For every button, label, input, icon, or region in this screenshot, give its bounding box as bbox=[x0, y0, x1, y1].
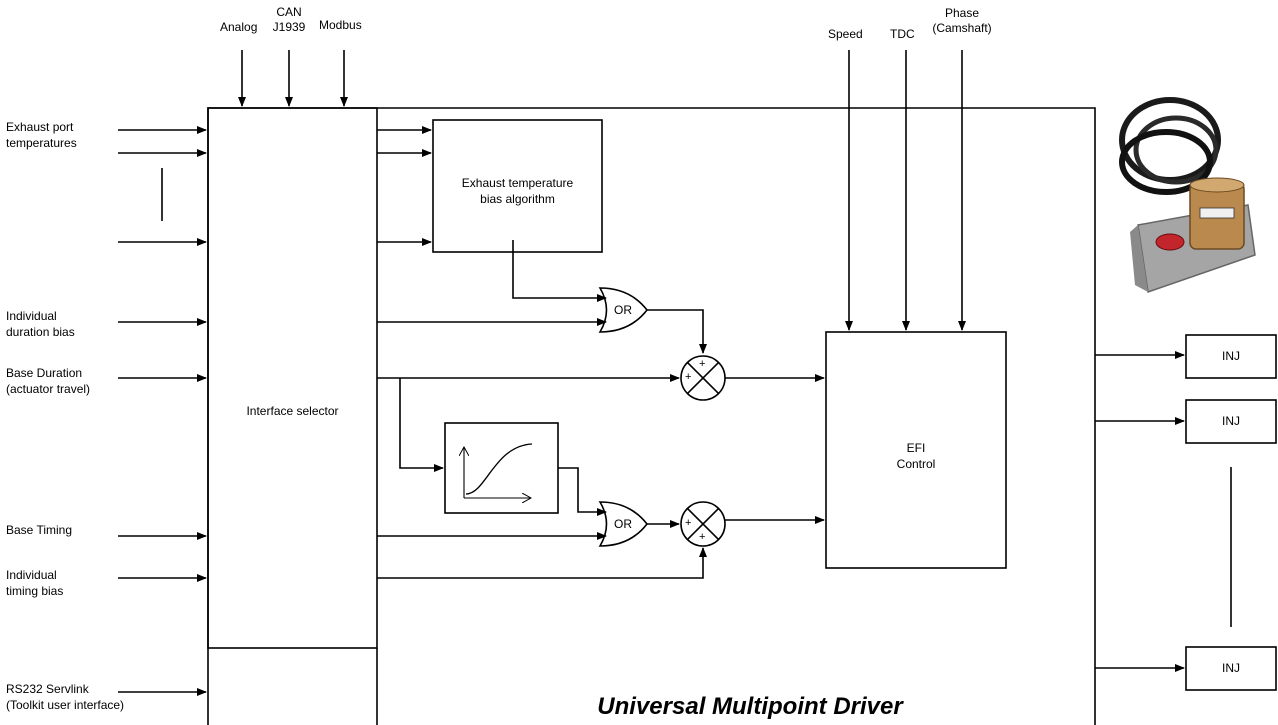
curve-block bbox=[445, 423, 558, 513]
rs232-label-line2: (Toolkit user interface) bbox=[6, 698, 124, 713]
ind-tim-label-line2: timing bias bbox=[6, 584, 63, 599]
phase-label-line1: Phase bbox=[922, 6, 1002, 21]
efi-label-line1: EFI bbox=[826, 441, 1006, 456]
efi-label-line2: Control bbox=[826, 457, 1006, 472]
inj-label-2: INJ bbox=[1186, 414, 1276, 429]
summer-top-plus-top: + bbox=[699, 357, 705, 372]
exhaust-label-line1: Exhaust port bbox=[6, 120, 73, 135]
diagram-title: Universal Multipoint Driver bbox=[520, 693, 980, 721]
base-dur-label-line1: Base Duration bbox=[6, 366, 82, 381]
ind-dur-label-line1: Individual bbox=[6, 309, 57, 324]
speed-label: Speed bbox=[828, 27, 863, 42]
rs232-label-line1: RS232 Servlink bbox=[6, 682, 89, 697]
exhaust-bias-label-line1: Exhaust temperature bbox=[433, 176, 602, 191]
ind-tim-label-line1: Individual bbox=[6, 568, 57, 583]
inj-label-1: INJ bbox=[1186, 349, 1276, 364]
actuator-photo bbox=[1122, 100, 1255, 292]
can-label-line2: J1939 bbox=[264, 20, 314, 35]
tdc-label: TDC bbox=[890, 27, 915, 42]
exhaust-bias-label-line2: bias algorithm bbox=[433, 192, 602, 207]
phase-label-line2: (Camshaft) bbox=[922, 21, 1002, 36]
inj-label-3: INJ bbox=[1186, 661, 1276, 676]
exhaust-label-line2: temperatures bbox=[6, 136, 77, 151]
or-gate-bottom-label: OR bbox=[614, 517, 632, 532]
summer-bottom-plus-left: + bbox=[685, 516, 691, 531]
can-label-line1: CAN bbox=[269, 5, 309, 20]
base-timing-label: Base Timing bbox=[6, 523, 72, 538]
base-dur-label-line2: (actuator travel) bbox=[6, 382, 90, 397]
or-gate-top-label: OR bbox=[614, 303, 632, 318]
summer-top-plus-left: + bbox=[685, 370, 691, 385]
summer-bottom-plus-bottom: + bbox=[699, 530, 705, 545]
modbus-label: Modbus bbox=[319, 18, 362, 33]
ind-dur-label-line2: duration bias bbox=[6, 325, 75, 340]
interface-selector-label: Interface selector bbox=[208, 404, 377, 419]
interface-selector-block bbox=[208, 108, 377, 648]
analog-label: Analog bbox=[220, 20, 257, 35]
